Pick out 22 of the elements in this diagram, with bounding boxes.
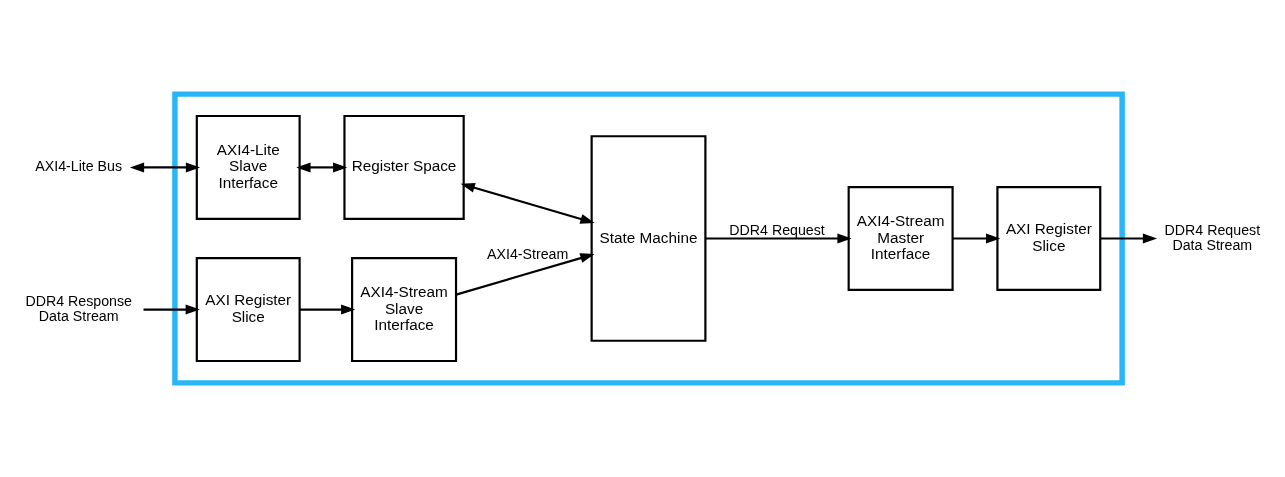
arrow (455, 253, 595, 296)
arrow (129, 162, 201, 173)
arrow (299, 304, 356, 315)
node-box: AXI4-Stream Slave Interface (351, 257, 458, 363)
node-box: AXI Register Slice (195, 257, 301, 363)
cluster (172, 91, 1125, 386)
node-box: State Machine (590, 135, 707, 342)
node-box: AXI4-Stream Master Interface (847, 186, 954, 291)
node-text: DDR4 Response Data Stream (25, 292, 132, 324)
arrow (705, 233, 852, 244)
arrow (952, 233, 1001, 244)
node-box: AXI Register Slice (996, 186, 1102, 291)
arrow (143, 304, 200, 315)
node-text: AXI4-Lite Bus (35, 158, 123, 175)
edge-label: DDR4 Request (729, 221, 825, 238)
edge-label: AXI4-Stream (487, 245, 569, 262)
node-box: AXI4-Lite Slave Interface (195, 114, 301, 220)
arrow (296, 162, 348, 173)
node-box: Register Space (343, 114, 465, 220)
arrow (460, 182, 595, 224)
node-text: DDR4 Request Data Stream (1164, 221, 1261, 253)
arrow (1100, 233, 1158, 244)
